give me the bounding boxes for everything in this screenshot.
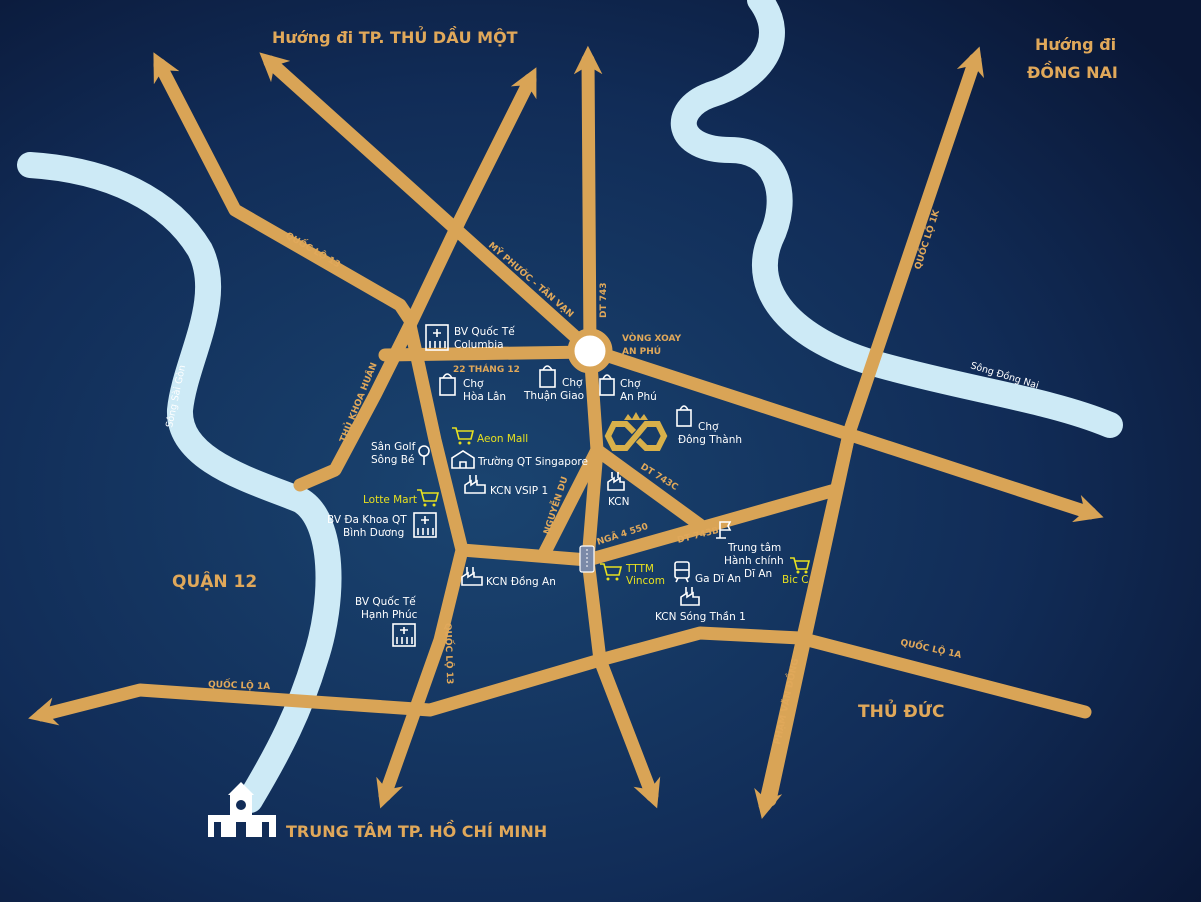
- direction-dong-nai-line2: ĐỒNG NAI: [1027, 60, 1118, 82]
- hospital-icon: [392, 623, 416, 647]
- road-label-22-thang-12: 22 THÁNG 12: [453, 363, 520, 375]
- svg-text:Chợ: Chợ: [698, 421, 719, 433]
- poi-kcn-vsip1: KCN VSIP 1: [464, 475, 548, 497]
- svg-text:Chợ: Chợ: [562, 377, 583, 389]
- road-label-ql1a-west: QUỐC LỘ 1A: [208, 677, 271, 692]
- road-dt743c: [590, 443, 707, 532]
- factory-icon: [680, 587, 700, 606]
- poi-bv-columbia: BV Quốc Tế Columbia: [425, 324, 515, 351]
- poi-cho-thuan-giao: Chợ Thuận Giao: [523, 365, 584, 402]
- svg-text:Trường QT Singapore: Trường QT Singapore: [477, 456, 588, 468]
- road-label-vong-xoay-2: AN PHÚ: [622, 345, 661, 357]
- hospital-icon: [413, 512, 437, 538]
- svg-text:Hành chính: Hành chính: [724, 555, 784, 567]
- poi-cho-dong-thanh: Chợ Đông Thành: [676, 405, 742, 446]
- road-ql13-north: [153, 52, 417, 327]
- svg-text:Columbia: Columbia: [454, 339, 504, 351]
- shopping-cart-icon: [600, 563, 623, 581]
- svg-text:Hạnh Phúc: Hạnh Phúc: [361, 609, 418, 621]
- poi-ga-di-an: Ga Dĩ An: [674, 561, 741, 585]
- svg-text:Sân Golf: Sân Golf: [371, 441, 416, 453]
- factory-icon: [461, 567, 483, 586]
- road-dong-an: [455, 543, 595, 567]
- market-bag-icon: [539, 365, 556, 388]
- svg-text:Vincom: Vincom: [626, 575, 665, 587]
- road-nguyen-du: [538, 443, 604, 559]
- road-label-ql13-south: QUỐC LỘ 13: [442, 623, 457, 685]
- svg-text:Ga Dĩ An: Ga Dĩ An: [695, 573, 741, 585]
- svg-text:KCN VSIP 1: KCN VSIP 1: [490, 485, 548, 497]
- school-icon: [451, 450, 475, 469]
- road-dt743: [573, 45, 603, 357]
- shopping-cart-icon: [417, 489, 440, 507]
- ben-thanh-market-icon: [208, 782, 276, 837]
- poi-kcn: KCN: [607, 472, 630, 508]
- poi-bic-c: Bic C: [782, 557, 811, 586]
- roundabout-an-phu: [567, 328, 613, 374]
- svg-text:Bic C: Bic C: [782, 574, 809, 586]
- svg-text:Aeon Mall: Aeon Mall: [477, 433, 528, 445]
- svg-text:Bình Dương: Bình Dương: [343, 527, 404, 539]
- road-label-vong-xoay-1: VÒNG XOAY: [622, 332, 682, 344]
- svg-text:Thuận Giao: Thuận Giao: [523, 390, 584, 402]
- poi-hanh-chinh-di-an: Trung tâm Hành chính Dĩ An: [716, 521, 784, 580]
- svg-text:Lotte Mart: Lotte Mart: [363, 494, 417, 506]
- bridge-icon: [579, 545, 595, 573]
- area-thu-duc: THỦ ĐỨC: [858, 698, 944, 722]
- direction-thu-dau-mot: Hướng đi TP. THỦ DẦU MỘT: [272, 26, 518, 47]
- svg-text:Dĩ An: Dĩ An: [744, 568, 772, 580]
- golf-icon: [418, 445, 430, 465]
- factory-icon: [607, 472, 625, 491]
- svg-text:BV Quốc Tế: BV Quốc Tế: [355, 596, 416, 608]
- poi-bv-da-khoa: BV Đa Khoa QT Bình Dương: [327, 512, 437, 539]
- poi-lotte-mart: Lotte Mart: [363, 489, 440, 507]
- svg-text:Trung tâm: Trung tâm: [727, 542, 781, 554]
- direction-dong-nai-line1: Hướng đi: [1035, 35, 1116, 54]
- project-logo-icon: [604, 412, 668, 451]
- poi-truong-singapore: Trường QT Singapore: [451, 450, 588, 469]
- shopping-cart-icon: [452, 427, 475, 445]
- road-ql1a-east: [430, 710, 1083, 712]
- poi-cho-an-phu: Chợ An Phú: [599, 374, 657, 403]
- road-ql1k-south: [754, 423, 857, 819]
- hospital-icon: [425, 324, 449, 351]
- market-bag-icon: [599, 374, 615, 396]
- svg-text:Chợ: Chợ: [463, 378, 484, 390]
- poi-aeon-mall: Aeon Mall: [452, 427, 528, 445]
- svg-text:Chợ: Chợ: [620, 378, 641, 390]
- direction-hcm-center: TRUNG TÂM TP. HỒ CHÍ MINH: [286, 819, 547, 841]
- river-dong-nai: [670, 0, 1123, 438]
- poi-tttm-vincom: TTTM Vincom: [600, 563, 665, 587]
- poi-cho-hoa-lan: Chợ Hòa Lân: [439, 373, 506, 403]
- road-ql1a: [28, 626, 1092, 726]
- svg-text:KCN Sóng Thần 1: KCN Sóng Thần 1: [655, 611, 746, 623]
- svg-text:TTTM: TTTM: [625, 563, 654, 575]
- river-sai-gon: [17, 152, 342, 813]
- svg-text:Sông Bé: Sông Bé: [371, 454, 414, 466]
- poi-bv-hanh-phuc: BV Quốc Tế Hạnh Phúc: [355, 596, 418, 647]
- market-bag-icon: [439, 373, 456, 396]
- svg-text:BV Đa Khoa QT: BV Đa Khoa QT: [327, 514, 407, 526]
- train-icon: [674, 561, 690, 583]
- road-my-phuoc-tan-van: [259, 52, 597, 357]
- svg-text:BV Quốc Tế: BV Quốc Tế: [454, 326, 515, 338]
- factory-icon: [464, 475, 486, 494]
- svg-text:Hòa Lân: Hòa Lân: [463, 391, 506, 403]
- svg-text:An Phú: An Phú: [620, 391, 657, 403]
- area-quan-12: QUẬN 12: [172, 570, 257, 592]
- shopping-cart-icon: [790, 557, 811, 574]
- market-bag-icon: [676, 405, 692, 427]
- poi-kcn-song-than: KCN Sóng Thần 1: [655, 587, 746, 623]
- flag-icon: [716, 521, 732, 539]
- poi-kcn-dong-an: KCN Đồng An: [461, 567, 556, 588]
- road-thu-khoa-huan: [293, 318, 417, 492]
- road-dt743b: [581, 483, 842, 567]
- poi-san-golf: Sân Golf Sông Bé: [371, 441, 430, 466]
- svg-text:KCN Đồng An: KCN Đồng An: [486, 576, 556, 588]
- road-label-dt743: DT 743: [599, 282, 609, 318]
- svg-text:Đông Thành: Đông Thành: [678, 434, 742, 446]
- svg-text:KCN: KCN: [608, 496, 630, 508]
- road-east: [583, 343, 1104, 523]
- road-to-north: [403, 67, 537, 332]
